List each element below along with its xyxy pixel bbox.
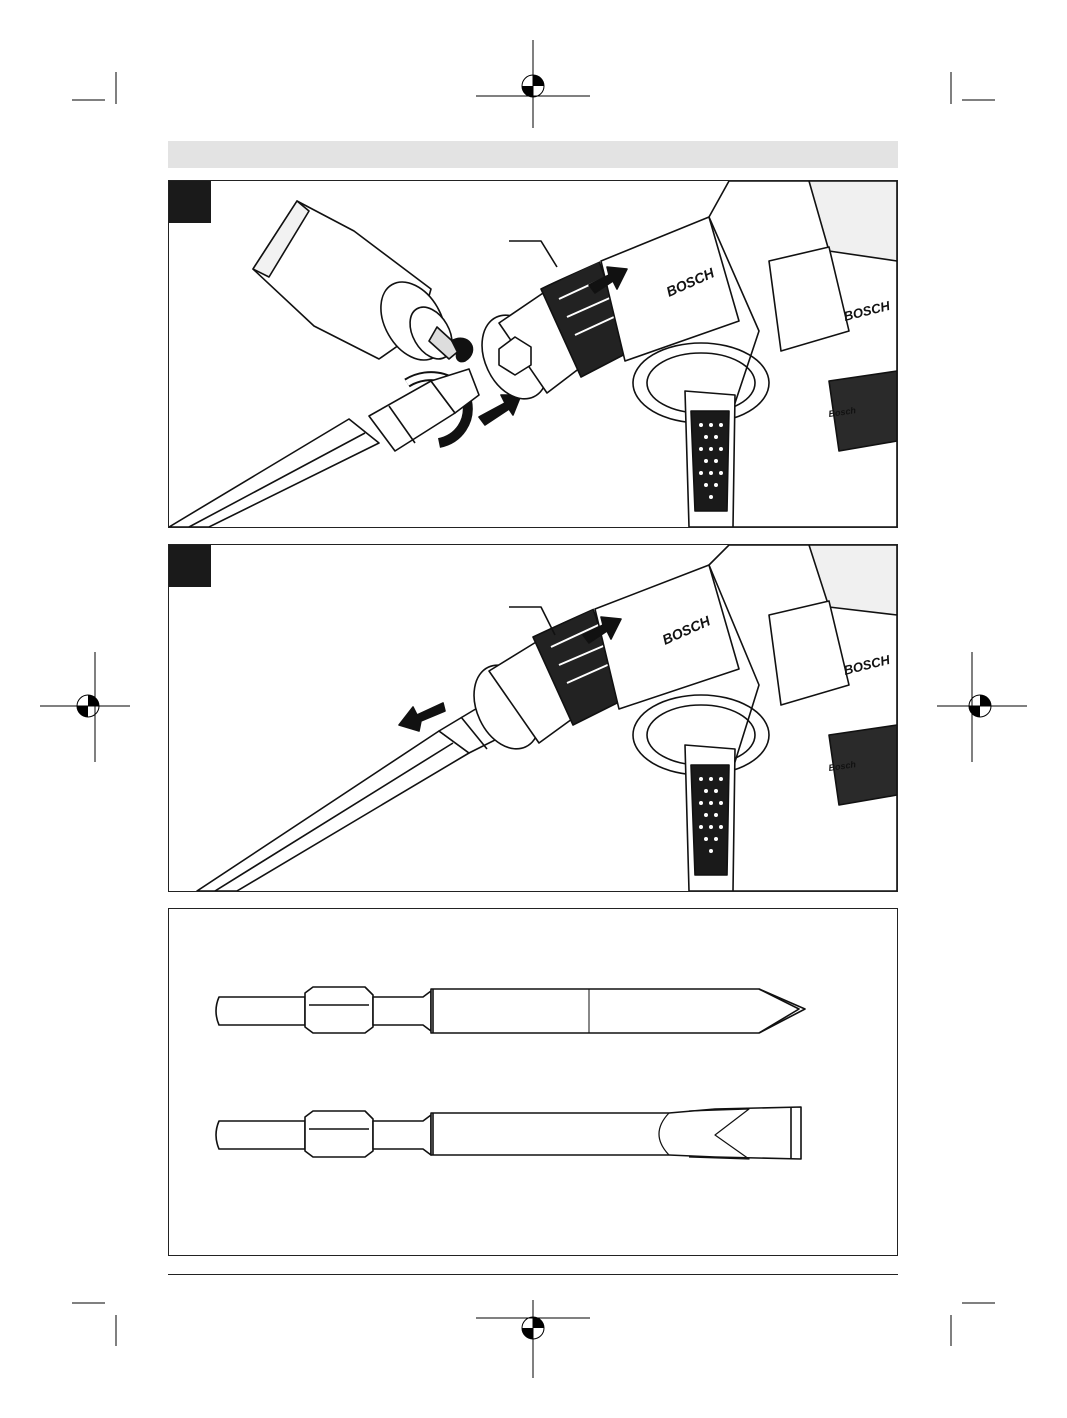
insert-tool-illustration: BOSCH BOSCH Bosch [169, 181, 897, 527]
flat-chisel [216, 1107, 801, 1159]
figure-insert-tool: BOSCH BOSCH Bosch [168, 180, 898, 528]
footer-rule [168, 1274, 898, 1275]
remove-tool-illustration: BOSCH BOSCH Bosch [169, 545, 897, 891]
header-band [168, 141, 898, 168]
figure-remove-tool: BOSCH BOSCH Bosch [168, 544, 898, 892]
figure-chisel-types [168, 908, 898, 1256]
chisel-types-illustration [169, 909, 897, 1255]
pointed-chisel [216, 987, 805, 1033]
